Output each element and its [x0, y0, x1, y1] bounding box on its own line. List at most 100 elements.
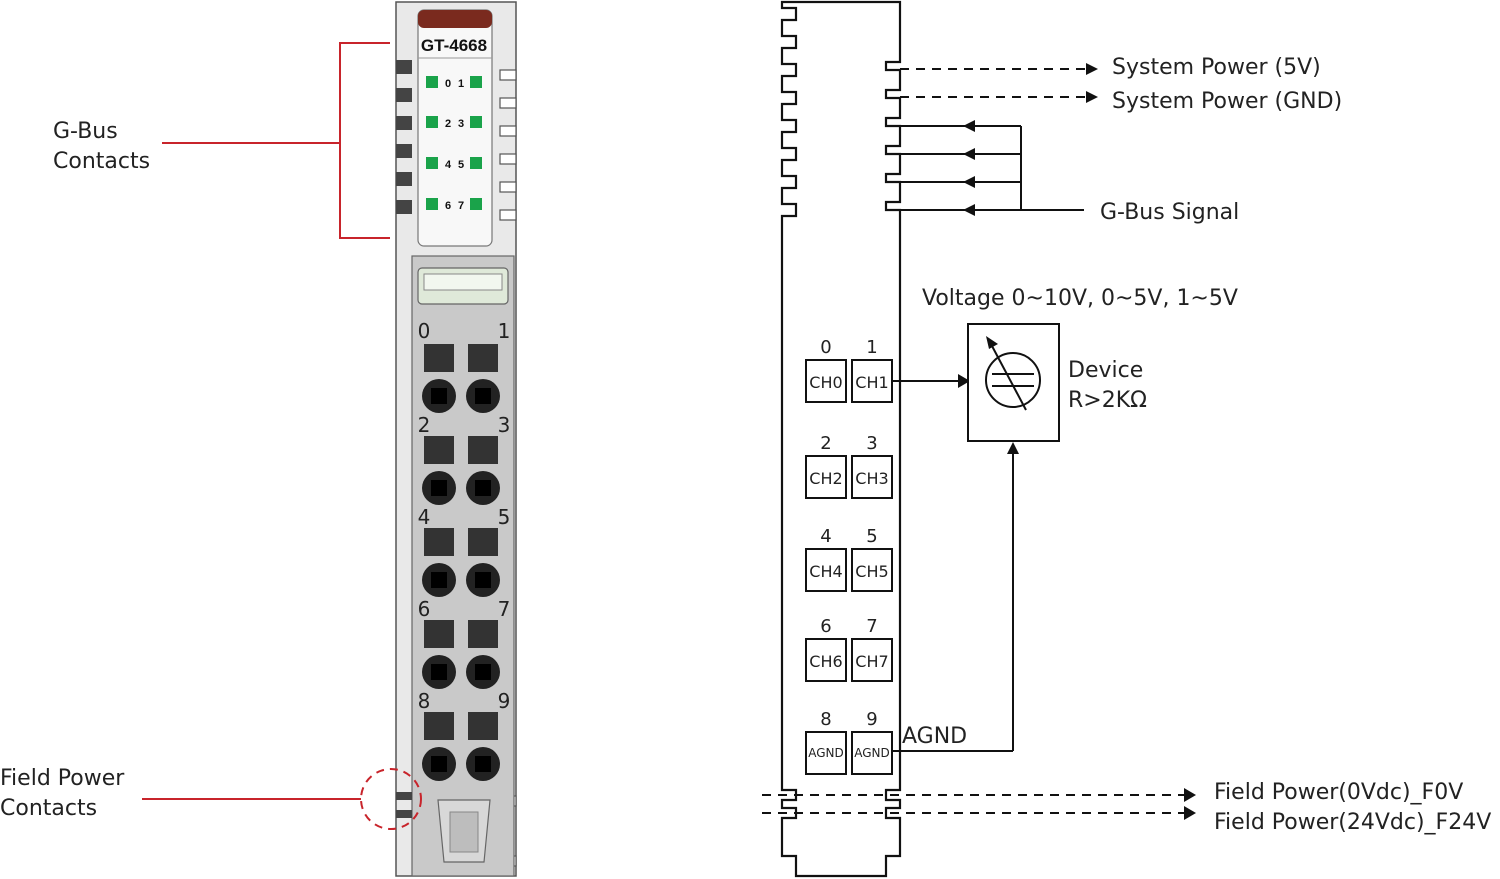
terminal-number: 8 [820, 709, 831, 730]
push-button [424, 436, 454, 464]
channel-label: CH4 [809, 562, 842, 581]
channel-terminal [851, 731, 893, 775]
terminal-number: 9 [866, 709, 877, 730]
channel-label: CH5 [855, 562, 888, 581]
device-box [967, 323, 1060, 442]
led-number: 0 [445, 78, 451, 90]
led-number: 7 [458, 200, 464, 212]
channel-terminal [851, 359, 893, 403]
agnd-label: AGND [902, 724, 967, 749]
field-power-lines: Field Power(0Vdc)_F0V Field Power(24Vdc)… [762, 780, 1491, 835]
terminal-number: 2 [418, 413, 431, 437]
led-indicator [470, 198, 482, 210]
terminal-number: 5 [498, 505, 511, 529]
channel-terminal [805, 359, 847, 403]
push-button [424, 344, 454, 372]
led-indicator [426, 198, 438, 210]
channel-label: CH3 [855, 469, 888, 488]
terminal-number: 4 [418, 505, 431, 529]
terminal-number: 1 [498, 319, 511, 343]
channel-label: CH1 [855, 373, 888, 392]
terminal-number: 3 [498, 413, 511, 437]
led-indicator [426, 116, 438, 128]
terminal-number: 6 [418, 597, 431, 621]
terminal-number: 1 [866, 337, 877, 358]
system-power-lines: System Power (5V) System Power (GND) [900, 55, 1342, 114]
led-number: 1 [458, 78, 464, 90]
field-power-0v-label: Field Power(0Vdc)_F0V [1214, 780, 1463, 805]
led-indicator [426, 76, 438, 88]
push-button [468, 528, 498, 556]
led-indicator [426, 157, 438, 169]
channel-label: AGND [854, 746, 890, 760]
channel-terminal [805, 638, 847, 682]
field-power-callout: Field Power Contacts [0, 766, 422, 830]
push-button [424, 620, 454, 648]
sensor-symbol [985, 352, 1041, 408]
led-number: 6 [445, 200, 451, 212]
terminal-number: 6 [820, 616, 831, 637]
device-block: Device R>2KΩ [967, 323, 1147, 442]
push-button [468, 620, 498, 648]
push-button [424, 712, 454, 740]
terminal-number: 5 [866, 526, 877, 547]
terminal-rows [422, 344, 500, 781]
label-card-header [418, 10, 492, 28]
terminal-number: 7 [866, 616, 877, 637]
voltage-range-label: Voltage 0~10V, 0~5V, 1~5V [922, 286, 1238, 311]
terminal-numbers: 0 1 2 3 4 5 6 7 8 9 [418, 319, 511, 713]
led-indicator [470, 76, 482, 88]
channel-terminal [851, 548, 893, 592]
gbus-contact-pins [396, 60, 412, 214]
field-power-label-line2: Contacts [0, 796, 97, 821]
device-label: Device [1068, 358, 1143, 383]
gbus-signal-lines: G-Bus Signal [900, 120, 1239, 225]
terminal-number: 0 [418, 319, 431, 343]
terminal-number: 2 [820, 433, 831, 454]
gbus-contacts-label-line1: G-Bus [53, 119, 118, 144]
field-power-24v-label: Field Power(24Vdc)_F24V [1214, 810, 1491, 835]
gbus-signal-label: G-Bus Signal [1100, 200, 1239, 225]
channel-label: CH6 [809, 652, 842, 671]
led-number: 3 [458, 118, 464, 130]
model-name: GT-4668 [421, 36, 487, 55]
channel-label: CH2 [809, 469, 842, 488]
push-button [468, 344, 498, 372]
gbus-contacts-label-line2: Contacts [53, 149, 150, 174]
gbus-callout: G-Bus Contacts [53, 42, 390, 239]
push-button [424, 528, 454, 556]
terminal-number: 9 [498, 689, 511, 713]
channel-terminal [851, 638, 893, 682]
terminal-number: 7 [498, 597, 511, 621]
channel-terminal [805, 731, 847, 775]
channel-terminals: 0 1 CH0 CH1 2 3 CH2 CH3 4 5 CH4 CH5 6 7 … [805, 337, 893, 775]
channel-terminal [805, 455, 847, 499]
channel-label: AGND [808, 746, 844, 760]
channel-label: CH0 [809, 373, 842, 392]
arrow-head [1007, 442, 1019, 454]
arrow-head [958, 374, 970, 388]
push-button [468, 436, 498, 464]
led-indicator [470, 116, 482, 128]
system-power-gnd-label: System Power (GND) [1112, 89, 1342, 114]
channel-label: CH7 [855, 652, 888, 671]
led-number: 2 [445, 118, 451, 130]
module-illustration: GT-4668 0 1 2 3 4 5 6 7 0 [395, 1, 517, 877]
push-button [468, 712, 498, 740]
terminal-number: 0 [820, 337, 831, 358]
field-power-label-line1: Field Power [0, 766, 125, 791]
led-number: 4 [445, 159, 452, 171]
led-number: 5 [458, 159, 464, 171]
system-power-5v-label: System Power (5V) [1112, 55, 1321, 80]
led-block: 0 1 2 3 4 5 6 7 [426, 76, 482, 212]
led-indicator [470, 157, 482, 169]
channel-terminal [851, 455, 893, 499]
field-power-pin [396, 810, 412, 818]
terminal-number: 8 [418, 689, 431, 713]
channel-terminal [805, 548, 847, 592]
terminal-number: 4 [820, 526, 831, 547]
terminal-number: 3 [866, 433, 877, 454]
device-resistance-label: R>2KΩ [1068, 388, 1147, 413]
